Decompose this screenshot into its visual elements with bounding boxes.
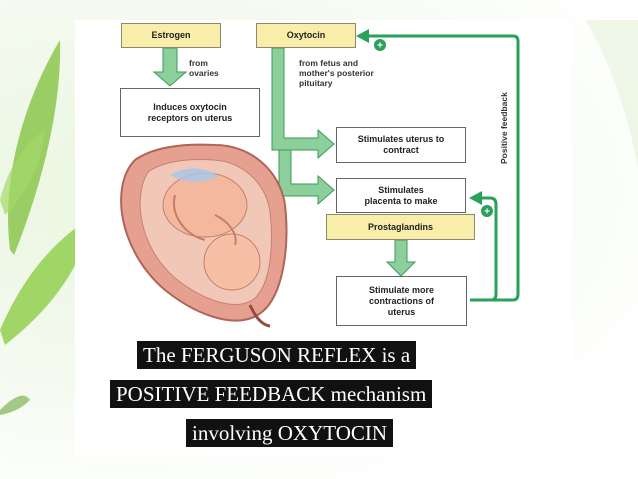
caption-line-3: involving OXYTOCIN bbox=[186, 419, 394, 447]
oxytocin-label: Oxytocin bbox=[286, 30, 326, 40]
stimulate-more-label: Stimulate more contractions of uterus bbox=[368, 284, 435, 317]
from-fetus-note: from fetus and mother's posterior pituit… bbox=[299, 58, 374, 88]
from-ovaries-note: from ovaries bbox=[189, 58, 219, 78]
plus-circle-inner bbox=[481, 205, 493, 217]
positive-feedback-label: Positive feedback bbox=[499, 92, 509, 164]
stimulates-placenta-box: Stimulates placenta to make bbox=[336, 178, 466, 213]
estrogen-box: Estrogen bbox=[121, 23, 221, 48]
stimulate-more-box: Stimulate more contractions of uterus bbox=[336, 276, 467, 326]
uterus-illustration bbox=[120, 143, 288, 328]
stimulates-placenta-label: Stimulates placenta to make bbox=[364, 184, 438, 206]
fetus-head bbox=[203, 233, 261, 291]
feedback-loop-outer bbox=[368, 34, 520, 302]
feedback-loop-inner bbox=[470, 196, 498, 302]
caption-line-1: The FERGUSON REFLEX is a bbox=[137, 341, 417, 369]
plus-sign-outer: + bbox=[377, 41, 383, 52]
arrow-oxytocin-to-placenta bbox=[278, 149, 335, 206]
stimulates-uterus-label: Stimulates uterus to contract bbox=[357, 134, 445, 155]
feedback-arrowhead-outer bbox=[356, 29, 369, 43]
prostaglandins-label: Prostaglandins bbox=[367, 221, 433, 232]
stimulates-uterus-box: Stimulates uterus to contract bbox=[336, 127, 466, 163]
prostaglandins-box: Prostaglandins bbox=[326, 214, 475, 240]
fetus-body bbox=[162, 172, 248, 238]
arrow-oxytocin-to-uterus bbox=[271, 47, 335, 160]
arrow-estrogen-to-induces bbox=[152, 47, 188, 87]
induces-receptors-label: Induces oxytocin receptors on uterus bbox=[147, 101, 233, 123]
induces-receptors-box: Induces oxytocin receptors on uterus bbox=[120, 88, 260, 137]
plus-circle-outer bbox=[374, 39, 386, 51]
plus-sign-inner: + bbox=[484, 207, 490, 218]
estrogen-label: Estrogen bbox=[151, 30, 191, 40]
caption-line-2: POSITIVE FEEDBACK mechanism bbox=[110, 380, 433, 408]
feedback-arrowhead-inner bbox=[469, 191, 482, 205]
oxytocin-box: Oxytocin bbox=[256, 23, 356, 48]
arrow-prostaglandins-to-stimulate bbox=[385, 239, 417, 277]
